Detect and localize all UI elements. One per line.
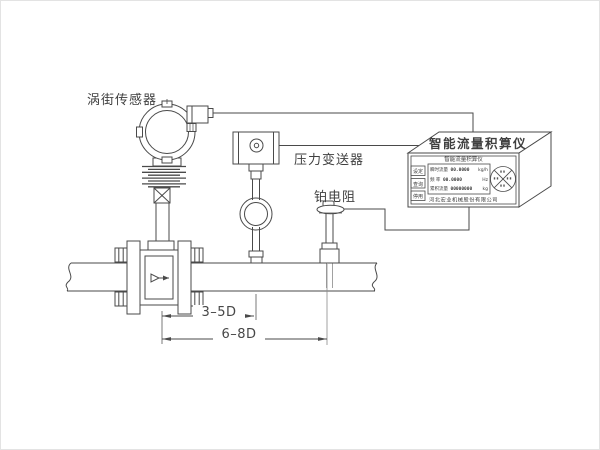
totalizer-company-name: 河北宏业机械股份有限公司	[429, 196, 498, 203]
flange-right	[177, 240, 192, 315]
label-vortex-sensor: 涡街传感器	[87, 93, 158, 108]
siphon-loop	[239, 197, 273, 231]
display-row-total-flow: 累积流量 00000000 kg	[428, 185, 490, 192]
pipe-break-left	[65, 262, 72, 292]
display-row-value: 00.0000	[450, 167, 470, 173]
vortex-sensor	[136, 99, 214, 251]
bolt-nuts	[114, 247, 204, 307]
display-row-label: 累积流量	[430, 186, 449, 192]
totalizer-panel-title: 智能流量积算仪	[444, 156, 483, 163]
display-row-unit: kg	[482, 186, 488, 192]
signal-wire-rtd	[344, 207, 470, 231]
totalizer-button-1	[410, 165, 426, 176]
label-rtd: 铂电阻	[314, 190, 357, 205]
totalizer-button-label-2: 查询	[413, 181, 423, 188]
totalizer-unit	[406, 131, 553, 208]
flange-left	[126, 240, 141, 315]
totalizer-button-label-3: 停用	[413, 194, 423, 200]
sensor-connector	[186, 105, 214, 132]
label-pressure-transmitter: 压力变送器	[294, 153, 365, 168]
display-row-frequency: 频 率 00.0000 Hz	[428, 176, 490, 182]
pipe	[65, 262, 378, 292]
display-row-value: 00.0000	[442, 177, 462, 182]
vortex-sensor-head	[136, 99, 196, 164]
display-row-value: 00000000	[450, 186, 473, 192]
keypad-dial	[490, 166, 516, 192]
transmitter-port	[249, 138, 264, 153]
rtd-probe	[316, 200, 345, 288]
dimension-label-6-8d: 6–8D	[213, 327, 265, 342]
display-row-instant-flow: 瞬时流量 00.0000 kg/h	[428, 166, 490, 173]
dimension-label-3-5d: 3–5D	[193, 305, 245, 320]
totalizer-button-label-1: 设定	[413, 169, 423, 175]
pressure-transmitter	[232, 131, 280, 264]
signal-wire-vortex	[213, 112, 474, 132]
totalizer-button-2	[410, 178, 426, 189]
display-row-label: 频 率	[430, 177, 441, 182]
totalizer-front-face	[407, 152, 520, 208]
flow-direction-arrow-icon	[150, 273, 169, 283]
display-row-unit: Hz	[482, 177, 488, 182]
pipe-break-right	[371, 262, 378, 292]
totalizer-top-label: 智能流量积算仪	[428, 136, 527, 151]
flowmeter-body	[114, 240, 204, 315]
totalizer-display-window	[427, 163, 491, 195]
display-row-unit: kg/h	[478, 167, 488, 173]
totalizer-button-3	[410, 190, 426, 201]
display-row-label: 瞬时流量	[430, 167, 449, 173]
